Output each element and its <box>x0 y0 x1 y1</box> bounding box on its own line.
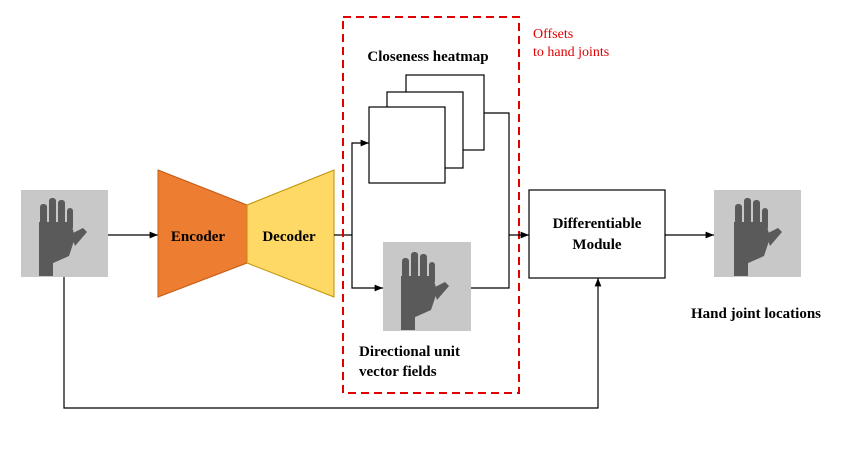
vector-field-image <box>383 242 471 331</box>
differentiable-label-line2: Module <box>572 237 622 253</box>
closeness-heatmap-label: Closeness heatmap <box>367 49 488 65</box>
heatmap-to-merge-line <box>484 112 510 235</box>
output-hand-image <box>714 190 801 277</box>
heatmap-square-front <box>368 106 446 184</box>
input-hand-image <box>21 190 108 277</box>
decoder-label: Decoder <box>262 229 316 245</box>
offsets-label-line1: Offsets <box>533 27 573 42</box>
hand-joint-locations-label: Hand joint locations <box>691 306 821 322</box>
offsets-label-line2: to hand joints <box>533 45 609 60</box>
decoder-block <box>246 169 335 298</box>
directional-label-line1: Directional unit <box>359 344 460 360</box>
arrow-to-vector-field <box>351 235 383 292</box>
offsets-dashed-box <box>342 16 520 394</box>
arrow-to-heatmap <box>351 139 369 235</box>
differentiable-module-box <box>528 189 666 279</box>
vector-to-merge-line <box>471 235 510 289</box>
heatmap-stack <box>368 74 485 184</box>
encoder-label: Encoder <box>171 229 226 245</box>
skip-connection-arrow <box>63 277 602 409</box>
differentiable-label-line1: Differentiable <box>553 216 642 232</box>
directional-label-line2: vector fields <box>359 364 437 380</box>
